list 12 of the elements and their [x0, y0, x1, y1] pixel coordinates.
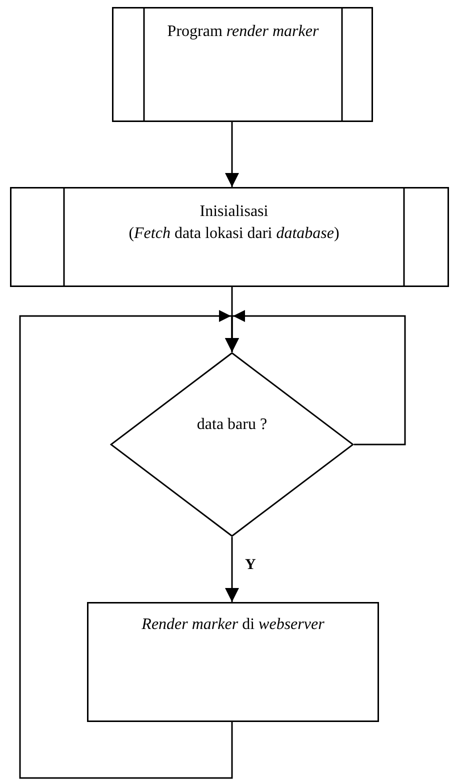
node-text: Render marker di webserver [140, 615, 326, 635]
arrow [225, 537, 239, 602]
node-text: (Fetch data lokasi dari database) [128, 224, 340, 244]
process-box [87, 602, 379, 722]
subroutine-box [112, 7, 373, 122]
node-text: data baru ? [196, 415, 268, 435]
arrow [19, 310, 239, 779]
node-text: Program render marker [166, 22, 320, 42]
node-text: Inisialisasi [198, 202, 270, 222]
subroutine-box [10, 187, 449, 287]
decision-diamond [110, 352, 354, 537]
arrow [225, 122, 239, 187]
